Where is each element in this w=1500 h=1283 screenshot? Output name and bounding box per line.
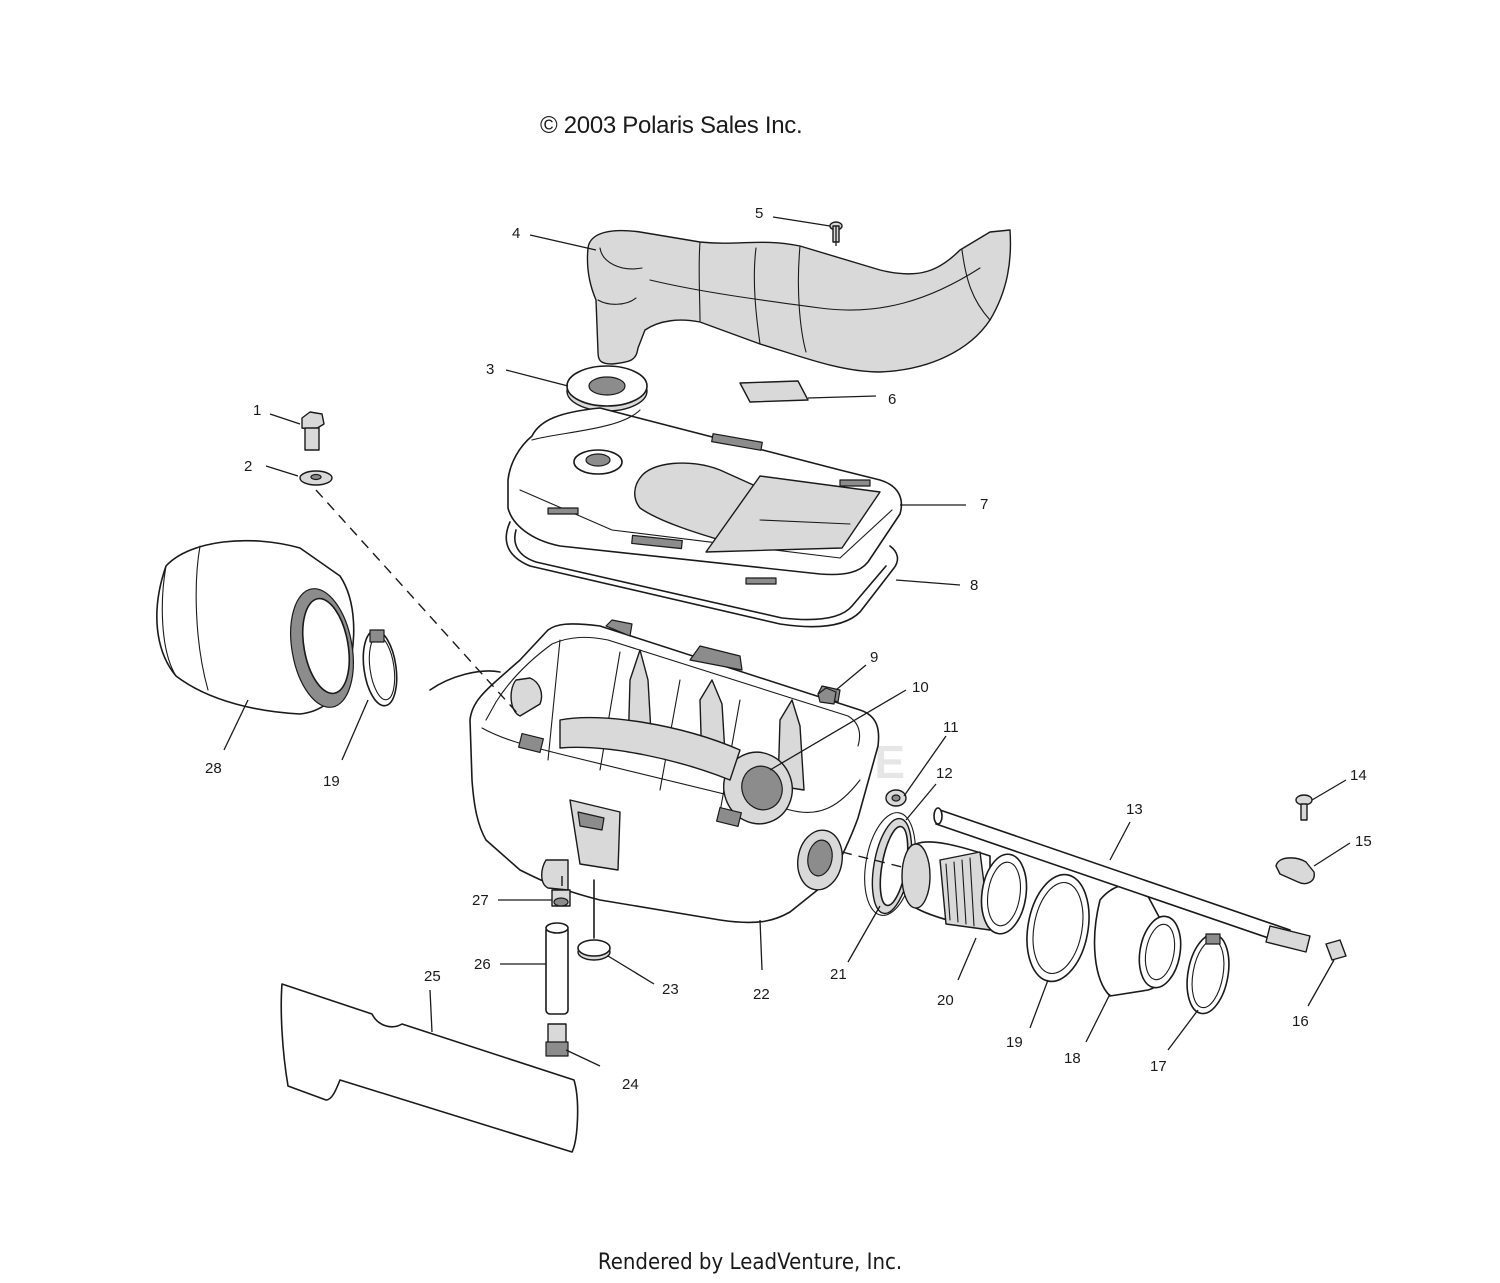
leader-lines xyxy=(223,216,1351,1067)
callout-26: 26 xyxy=(474,956,491,973)
callout-10: 10 xyxy=(912,679,929,696)
callout-6: 6 xyxy=(888,391,896,408)
callout-22: 22 xyxy=(753,986,770,1003)
callout-8: 8 xyxy=(970,577,978,594)
callout-numbers: 1 2 3 4 5 6 7 8 9 10 11 12 13 14 15 16 1… xyxy=(205,205,1372,1093)
part-9-clip xyxy=(817,687,837,705)
part-1-bolt xyxy=(301,411,325,451)
callout-4: 4 xyxy=(512,225,520,242)
part-15-clip xyxy=(1275,857,1315,885)
part-17-clamp xyxy=(1186,933,1230,1015)
callout-7: 7 xyxy=(980,496,988,513)
callout-19-right: 19 xyxy=(1006,1034,1023,1051)
part-24-plug xyxy=(545,1023,569,1057)
callout-18: 18 xyxy=(1064,1050,1081,1067)
callout-27: 27 xyxy=(472,892,489,909)
part-18-boot xyxy=(1093,884,1182,997)
callout-11: 11 xyxy=(943,719,959,736)
callout-19-left: 19 xyxy=(323,773,340,790)
assembly-line-1 xyxy=(429,670,501,691)
callout-21: 21 xyxy=(830,966,847,983)
callout-14: 14 xyxy=(1350,767,1367,784)
part-7-airbox-lid xyxy=(507,407,903,576)
assembly-dashed-line-2 xyxy=(841,851,907,869)
part-19-ring-right xyxy=(1026,873,1090,983)
part-23-washer xyxy=(577,939,611,961)
part-16-cap xyxy=(1325,939,1347,961)
part-6-decal xyxy=(739,380,809,403)
callout-16: 16 xyxy=(1292,1013,1309,1030)
callout-23: 23 xyxy=(662,981,679,998)
callout-3: 3 xyxy=(486,361,494,378)
callout-25: 25 xyxy=(424,968,441,985)
copyright-notice: © 2003 Polaris Sales Inc. xyxy=(540,112,803,139)
part-2-washer xyxy=(299,470,333,486)
callout-2: 2 xyxy=(244,458,252,475)
part-13-tube xyxy=(933,807,1311,953)
callout-28: 28 xyxy=(205,760,222,777)
part-11-grommet xyxy=(885,789,907,807)
callout-20: 20 xyxy=(937,992,954,1009)
part-28-air-filter xyxy=(156,539,355,715)
part-25-pad xyxy=(280,983,579,1153)
rendered-by-footer: Rendered by LeadVenture, Inc. xyxy=(597,1250,903,1275)
part-4-intake-snorkel xyxy=(586,229,1012,373)
part-3-grommet xyxy=(566,365,648,412)
part-21-ring xyxy=(871,817,913,915)
callout-24: 24 xyxy=(622,1076,639,1093)
part-5-screw xyxy=(829,221,843,246)
callout-9: 9 xyxy=(870,649,878,666)
callout-5: 5 xyxy=(755,205,763,222)
callout-15: 15 xyxy=(1355,833,1372,850)
part-27-fitting xyxy=(551,889,571,907)
callout-1: 1 xyxy=(253,402,261,419)
callout-13: 13 xyxy=(1126,801,1143,818)
part-8-lid-gasket xyxy=(505,521,899,628)
part-22-airbox-body xyxy=(469,619,880,924)
callout-17: 17 xyxy=(1150,1058,1167,1075)
part-20-adapter xyxy=(901,841,1028,935)
part-14-screw xyxy=(1295,794,1313,821)
part-19-clamp-left xyxy=(362,629,398,707)
callout-12: 12 xyxy=(936,765,953,782)
part-26-drain-tube xyxy=(545,922,569,1015)
